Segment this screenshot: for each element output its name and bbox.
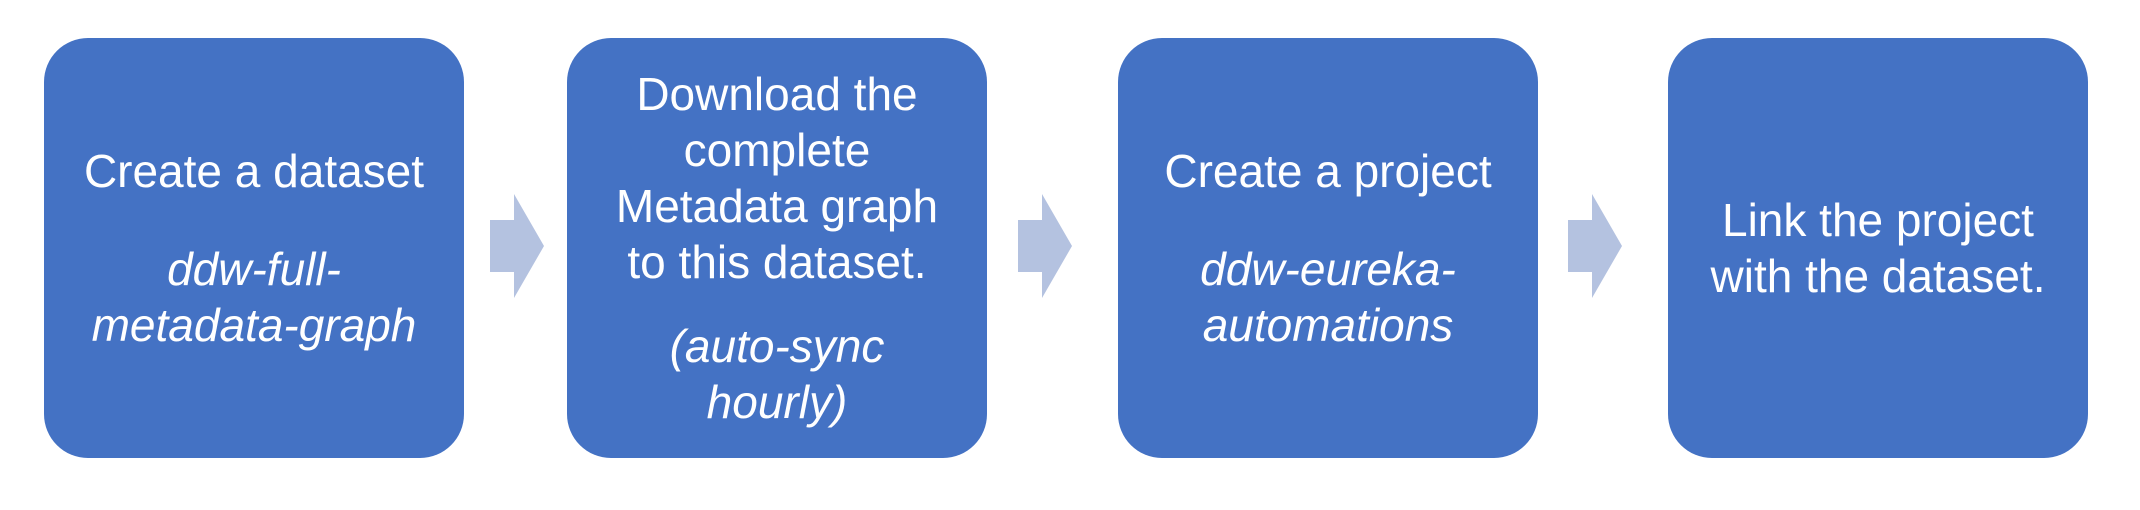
step-3-project-name: ddw-eureka- automations xyxy=(1200,243,1456,351)
right-arrow-icon xyxy=(1018,194,1072,298)
step-2-title: Download the complete Metadata graph to … xyxy=(615,68,939,288)
step-1-title: Create a dataset xyxy=(83,145,425,197)
step-3-title: Create a project xyxy=(1164,145,1492,197)
right-arrow-icon xyxy=(490,194,544,298)
step-1-create-dataset-box: Create a dataset ddw-full- metadata-grap… xyxy=(44,38,464,458)
step-2-download-graph-box: Download the complete Metadata graph to … xyxy=(567,38,987,458)
step-4-title: Link the project with the dataset. xyxy=(1710,194,2046,302)
step-4-link-project-box: Link the project with the dataset. xyxy=(1668,38,2088,458)
step-1-dataset-name: ddw-full- metadata-graph xyxy=(91,243,417,351)
step-3-create-project-box: Create a project ddw-eureka- automations xyxy=(1118,38,1538,458)
step-2-sync-note: (auto-sync hourly) xyxy=(669,320,885,428)
right-arrow-icon xyxy=(1568,194,1622,298)
